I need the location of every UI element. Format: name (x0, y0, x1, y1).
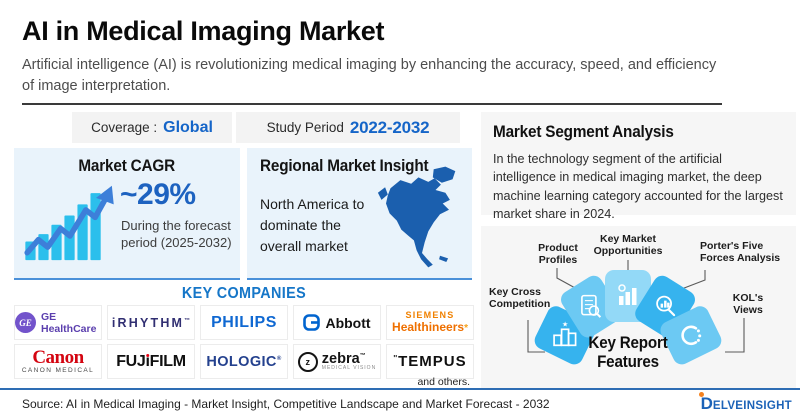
feature-label-key-cross-competition: Key Cross Competition (489, 286, 551, 311)
page-title: AI in Medical Imaging Market (22, 16, 385, 46)
north-america-map-icon (377, 166, 456, 268)
header-divider (22, 103, 722, 105)
logo-philips: PHILIPS (200, 305, 288, 340)
and-others-note: and others. (417, 376, 470, 388)
market-segment-panel: Market Segment Analysis In the technolog… (481, 112, 796, 221)
siemens-flower-icon: * (464, 322, 468, 334)
logo-zebra: z zebra™ MEDICAL VISION (293, 344, 381, 379)
source-text: Source: AI in Medical Imaging - Market I… (22, 397, 550, 411)
study-period-label: Study Period (266, 120, 344, 135)
study-period-chip: Study Period 2022-2032 (236, 112, 460, 143)
fujifilm-red-dot-icon (145, 353, 150, 357)
regional-insight-card: Regional Market Insight North America to… (247, 148, 472, 280)
segment-text: In the technology segment of the artific… (493, 152, 783, 221)
regional-text: North America to dominate the overall ma… (260, 196, 365, 254)
delveinsight-d-icon: D (698, 392, 713, 413)
abbott-a-icon (303, 314, 321, 331)
key-companies-heading: KEY COMPANIES (181, 285, 307, 302)
cagr-value: ~29% (120, 178, 196, 211)
logo-canon-medical: Canon CANON MEDICAL (14, 344, 102, 379)
logo-ge-healthcare: GE GE HealthCare (14, 305, 102, 340)
cagr-title: Market CAGR (78, 156, 176, 175)
growth-bar-chart-icon (24, 185, 114, 261)
key-report-features-panel: ★ (481, 226, 796, 388)
coverage-chip: Coverage : Global (72, 112, 232, 143)
page-subtitle: Artificial intelligence (AI) is revoluti… (22, 57, 717, 95)
coverage-value: Global (163, 118, 213, 136)
delveinsight-logo: D ELVEINSIGHT (698, 392, 792, 413)
cagr-caption: During the forecast period (2025-2032) (121, 218, 232, 250)
company-logo-grid: GE GE HealthCare iRHYTHM™ PHILIPS Abbott… (14, 305, 474, 379)
zebra-z-icon: z (297, 351, 318, 372)
logo-hologic: HOLOGIC® (200, 344, 288, 379)
logo-tempus: ''TEMPUS (386, 344, 474, 379)
report-features-fan-diagram: ★ (527, 260, 745, 365)
study-period-value: 2022-2032 (349, 117, 430, 137)
feature-label-kols-views: KOL's Views (732, 292, 764, 317)
ge-label: GE HealthCare (41, 310, 97, 335)
feature-label-key-market-opportunities: Key Market Opportunities (593, 233, 663, 258)
regional-title: Regional Market Insight (260, 156, 429, 175)
coverage-label: Coverage : (91, 120, 158, 135)
abbott-label: Abbott (325, 314, 371, 331)
segment-title: Market Segment Analysis (493, 122, 674, 141)
ge-monogram-icon: GE (15, 312, 36, 333)
logo-irhythm: iRHYTHM™ (107, 305, 195, 340)
feature-label-porters-five-forces: Porter's Five Forces Analysis (700, 240, 781, 265)
market-cagr-card: Market CAGR ~29% During the forecast per… (14, 148, 240, 280)
feature-label-product-profiles: Product Profiles (538, 242, 578, 267)
logo-abbott: Abbott (293, 305, 381, 340)
logo-siemens-healthineers: SIEMENS Healthineers* (386, 305, 474, 340)
footer-divider (0, 388, 800, 390)
key-report-features-heading: Key Report Features (588, 334, 668, 371)
svg-text:★: ★ (562, 320, 568, 328)
